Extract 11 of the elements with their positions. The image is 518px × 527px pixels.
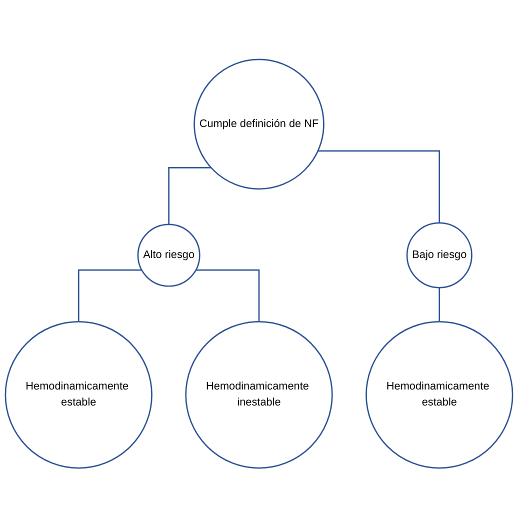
- node-circle: Alto riesgo: [137, 224, 200, 287]
- connector: [168, 166, 212, 224]
- node-circle: Hemodinamicamente estable: [366, 320, 514, 468]
- connector: [78, 269, 142, 322]
- node-circle: Bajo riesgo: [406, 222, 472, 288]
- connector: [318, 150, 440, 223]
- connector: [196, 269, 260, 322]
- node-circle: Cumple definición de NF: [194, 58, 324, 190]
- node-circle: Hemodinamicamente estable: [4, 320, 152, 468]
- node-circle: Hemodinamicamente inestable: [185, 320, 333, 468]
- connector: [438, 286, 440, 322]
